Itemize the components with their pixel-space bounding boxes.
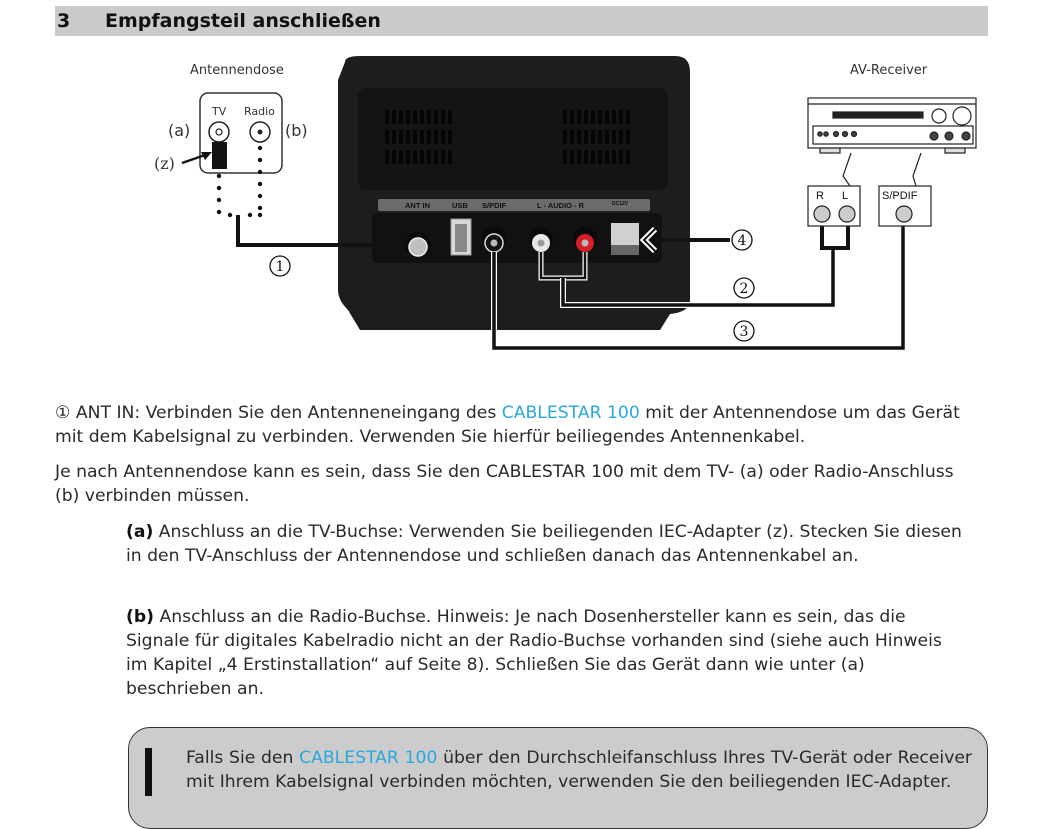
- svg-text:S/PDIF: S/PDIF: [882, 190, 918, 202]
- callout-4: [731, 229, 753, 251]
- svg-text:L: L: [842, 190, 848, 202]
- svg-text:ANT IN: ANT IN: [405, 201, 430, 210]
- av-receiver-label: AV-Receiver: [850, 63, 928, 78]
- cable-3: [492, 222, 905, 350]
- section-title: Empfangsteil anschließen: [105, 10, 381, 32]
- av-receiver-icon: [807, 97, 977, 227]
- label-b: (b): [285, 121, 308, 140]
- section-heading: 3 Empfangsteil anschließen: [55, 6, 988, 36]
- callout-3: [733, 320, 755, 342]
- svg-text:1: 1: [276, 259, 285, 275]
- paragraph-ant-in: ① ANT IN: Verbinden Sie den Antenneneing…: [55, 403, 960, 447]
- paragraph-option-a: (a) Anschluss an die TV-Buchse: Verwende…: [126, 522, 962, 566]
- svg-text:4: 4: [738, 233, 747, 249]
- info-marker-icon: [145, 748, 152, 796]
- svg-text:L - AUDIO - R: L - AUDIO - R: [537, 201, 585, 210]
- callout-2: [733, 277, 755, 299]
- antenna-socket-label: Antennendose: [190, 63, 284, 78]
- svg-text:R: R: [816, 190, 824, 202]
- label-a: (a): [168, 121, 191, 140]
- diagram-graphic: ANT IN USB S/PDIF L - AUDIO - R DC12V: [181, 56, 977, 351]
- svg-text:DC12V: DC12V: [612, 201, 629, 207]
- paragraph-option-b: (b) Anschluss an die Radio-Buchse. Hinwe…: [126, 607, 942, 699]
- note-text: Falls Sie den CABLESTAR 100 über den Dur…: [186, 748, 973, 792]
- cable-1: [236, 215, 408, 247]
- callout-1: [269, 255, 291, 277]
- section-number: 3: [57, 10, 71, 32]
- paragraph-socket-type: Je nach Antennendose kann es sein, dass …: [55, 462, 954, 506]
- tv-label: TV: [212, 105, 227, 118]
- label-z: (z): [154, 154, 175, 173]
- radio-label: Radio: [244, 105, 275, 118]
- dotted-cable: [216, 145, 263, 218]
- svg-text:3: 3: [740, 324, 749, 340]
- note-box: Falls Sie den CABLESTAR 100 über den Dur…: [128, 727, 988, 829]
- ant-in-port: [408, 237, 428, 257]
- brand-name: CABLESTAR 100: [299, 748, 438, 768]
- svg-text:2: 2: [740, 281, 749, 297]
- svg-text:USB: USB: [452, 201, 468, 210]
- connection-diagram: ANT IN USB S/PDIF L - AUDIO - R DC12V: [0, 40, 1042, 370]
- cable-2: [561, 248, 835, 307]
- iec-adapter-icon: [212, 142, 227, 169]
- vent-grille: [385, 110, 630, 164]
- brand-name: CABLESTAR 100: [501, 403, 640, 423]
- arrow-icon: [201, 152, 212, 160]
- svg-text:S/PDIF: S/PDIF: [482, 201, 507, 210]
